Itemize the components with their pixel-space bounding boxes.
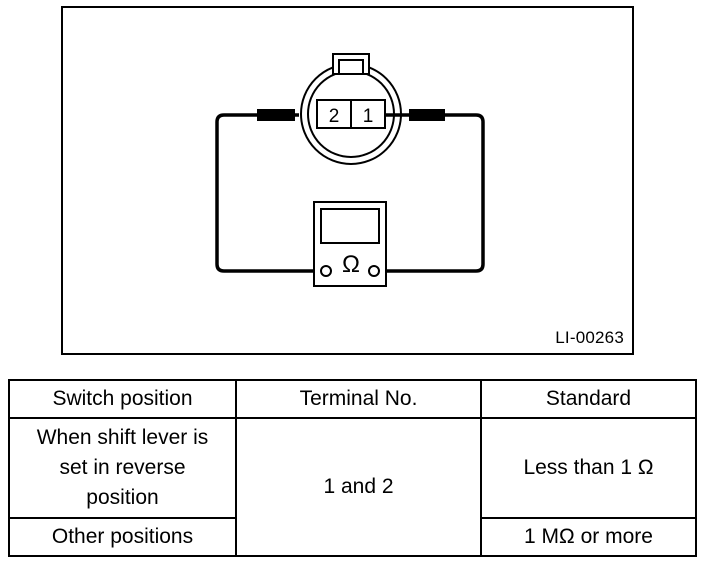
cell-line: position (86, 486, 159, 509)
switch-connector (300, 53, 402, 165)
terminal-1-label: 1 (363, 106, 374, 127)
cell-standard: Less than 1 Ω (480, 417, 697, 519)
spec-table: Switch position Terminal No. Standard Wh… (8, 379, 697, 557)
cell-switch-position: Other positions (8, 517, 237, 557)
cell-line: set in reverse (59, 456, 186, 479)
cell-line: When shift lever is (36, 426, 209, 449)
circuit-diagram: 2 1 Ω (215, 53, 485, 287)
ohm-symbol: Ω (342, 251, 360, 278)
probe-right (409, 109, 445, 121)
wire-left (215, 113, 317, 273)
header-switch-position: Switch position (8, 379, 237, 419)
probe-left (257, 109, 295, 121)
ohmmeter (313, 201, 387, 287)
header-standard: Standard (480, 379, 697, 419)
cell-standard: 1 MΩ or more (480, 517, 697, 557)
figure-id: LI-00263 (555, 328, 624, 347)
wire-right (380, 113, 485, 273)
table-header-row: Switch position Terminal No. Standard (8, 379, 697, 419)
figure-frame: 2 1 Ω LI-00263 (61, 6, 634, 355)
cell-switch-position: When shift lever is set in reverse posit… (8, 417, 237, 519)
table-row: When shift lever is set in reverse posit… (8, 417, 697, 557)
cell-terminal: 1 and 2 (235, 417, 482, 557)
terminal-2-label: 2 (329, 106, 340, 127)
header-terminal-no: Terminal No. (235, 379, 482, 419)
table-row: Other positions 1 MΩ or more (8, 517, 697, 557)
